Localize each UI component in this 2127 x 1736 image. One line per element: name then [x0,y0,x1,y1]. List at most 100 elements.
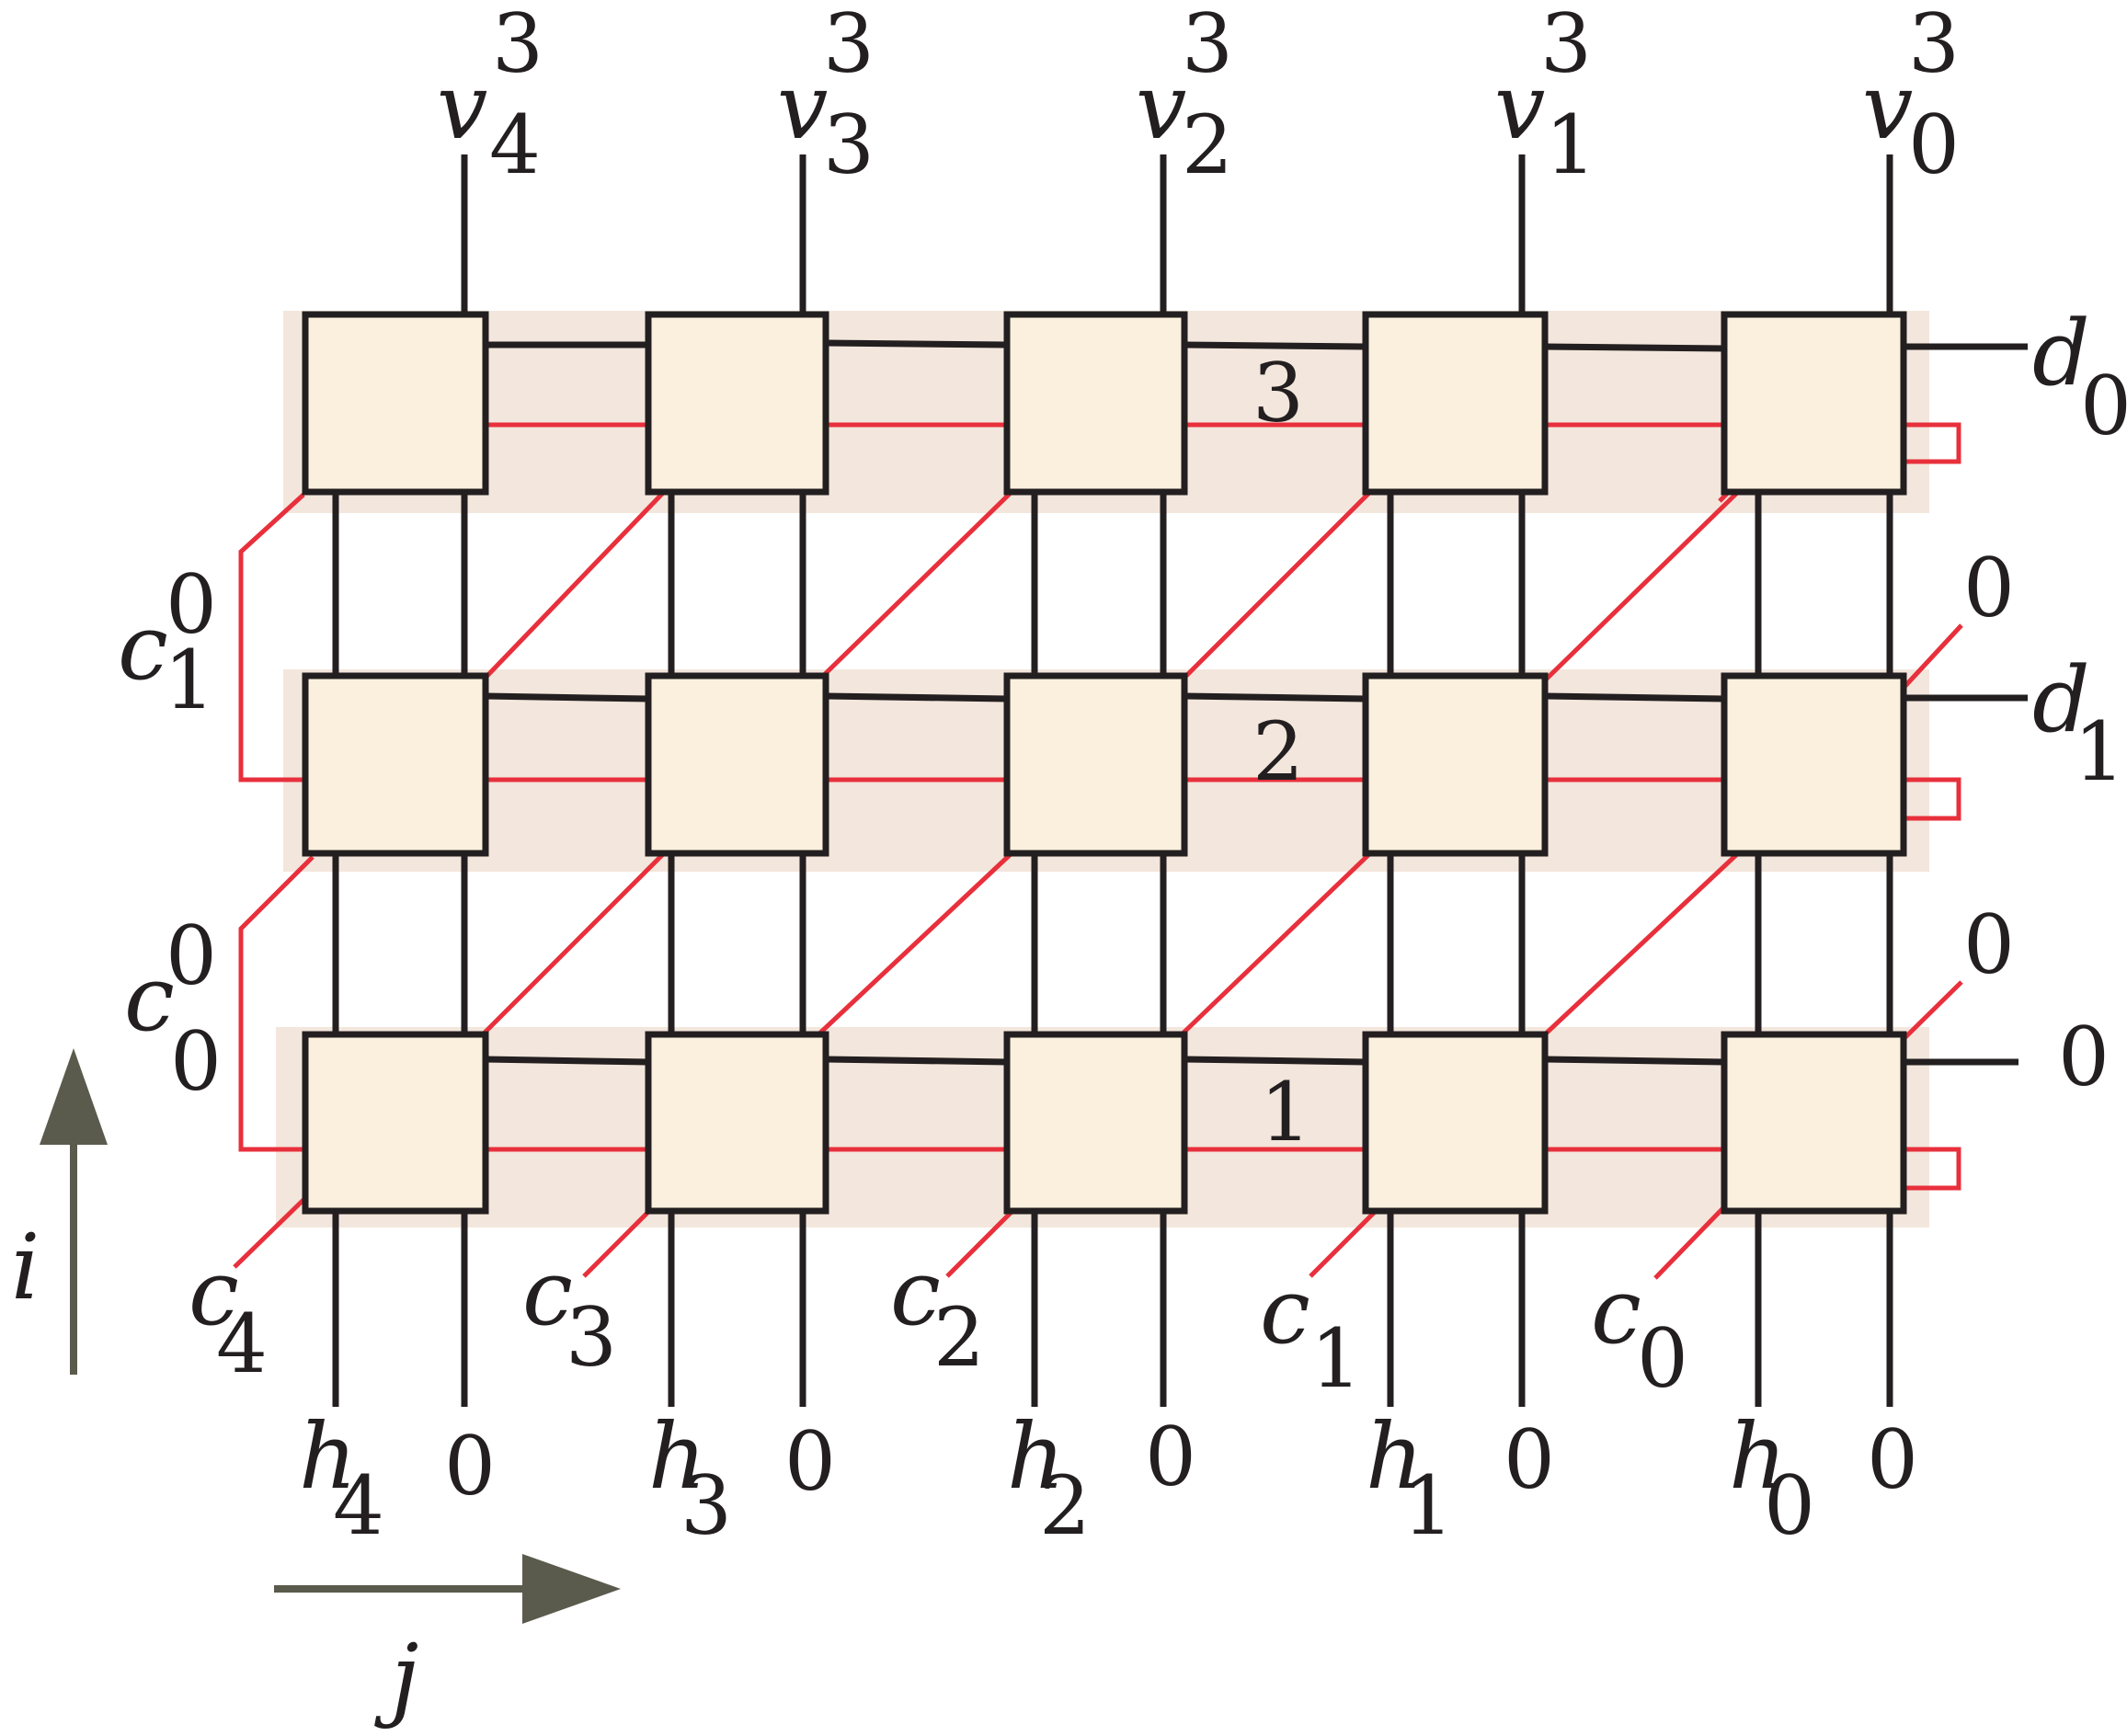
svg-text:2: 2 [1039,1458,1091,1553]
label-output-zero: 0 [2058,1010,2110,1104]
row-2-wire [485,692,649,702]
label-zero-input-top: 0 [1963,541,2015,635]
label-c1: c 1 [1260,1260,1362,1406]
column-1-links [668,492,806,1407]
label-c0-0: c 0 0 [124,908,222,1109]
label-zero-col-1: 0 [1504,1412,1555,1507]
c1-input-wire [1309,1210,1377,1278]
svg-text:c: c [118,596,168,701]
svg-text:3: 3 [823,0,875,91]
axis-i-label: i [11,1216,40,1320]
row-label-3: 3 [1252,346,1304,440]
cell-r2-c2 [1003,672,1188,857]
svg-text:c: c [124,947,175,1052]
top-labels: v 3 4 v 3 3 v 3 2 v 3 1 v 3 0 [437,0,1960,192]
svg-text:1: 1 [1545,97,1596,192]
cell-r2-c1 [1362,672,1549,857]
row-labels: 3 2 1 [1252,346,1311,1159]
svg-text:3: 3 [1182,0,1233,91]
label-h0: h 0 [1729,1405,1815,1553]
column-2-links [1031,492,1167,1407]
label-v0: v 3 0 [1862,0,1960,192]
cell-r3-c4 [302,311,489,496]
svg-text:2: 2 [1182,97,1233,192]
svg-text:h: h [1366,1405,1424,1510]
svg-text:1: 1 [1310,1311,1362,1406]
svg-text:0: 0 [2080,359,2127,453]
label-h2: h 2 [1007,1405,1091,1553]
svg-text:0: 0 [166,557,217,652]
c2-input-wire [945,1210,1013,1278]
label-v3: v 3 3 [777,0,875,192]
svg-text:3: 3 [680,1458,732,1553]
svg-text:4: 4 [489,97,541,192]
svg-text:3: 3 [566,1290,617,1385]
svg-text:2: 2 [933,1290,985,1385]
svg-text:h: h [1007,1405,1065,1510]
svg-text:d: d [2032,302,2090,406]
svg-text:c: c [1591,1260,1641,1365]
label-zero-col-0: 0 [1867,1412,1918,1507]
c3-input-wire [582,1210,650,1278]
svg-text:v: v [437,55,487,160]
c4-input-wire [233,1194,310,1269]
label-c0: c 0 [1591,1260,1688,1406]
svg-text:1: 1 [1402,1458,1454,1553]
svg-text:c: c [522,1241,573,1346]
row-label-1: 1 [1260,1065,1311,1159]
column-3-links [1387,492,1526,1407]
carry-labels: c 4 c 3 c 2 c 1 c 0 [189,1241,1688,1406]
label-c3: c 3 [522,1241,617,1385]
svg-text:3: 3 [1540,0,1592,91]
cell-r3-c0 [1721,311,1907,496]
svg-text:h: h [299,1405,357,1510]
axis-j-arrowhead [522,1554,621,1624]
axis-i: i [11,1048,108,1375]
svg-text:3: 3 [1908,0,1960,91]
label-d0: d 0 [2032,302,2127,453]
svg-text:0: 0 [1637,1311,1688,1406]
label-c4: c 4 [189,1241,268,1391]
row-3-wire [486,341,652,348]
label-d1: d 1 [2032,648,2125,799]
cell-r3-c1 [1362,311,1549,496]
right-labels: d 0 d 1 0 0 0 [1963,302,2127,1104]
right-loop-row-1 [1653,1147,1961,1280]
cell-r2-c0 [1721,672,1907,857]
svg-text:3: 3 [492,0,543,91]
cell-r3-c3 [645,311,829,496]
axis-j-label: j [374,1626,418,1730]
svg-text:4: 4 [333,1458,384,1553]
cell-r2-c4 [302,672,489,857]
svg-text:h: h [1729,1405,1787,1510]
cell-r2-c3 [645,672,829,857]
svg-text:h: h [648,1405,706,1510]
svg-text:c: c [890,1241,941,1346]
column-4-links [1755,492,1893,1407]
label-h4: h 4 [299,1405,384,1553]
svg-text:v: v [777,55,828,160]
label-zero-input-bottom: 0 [1963,897,2015,992]
svg-text:c: c [1260,1260,1310,1365]
axis-i-arrowhead [40,1048,108,1145]
svg-text:v: v [1136,55,1186,160]
left-feedback-c1 [238,493,313,782]
label-v2: v 3 2 [1136,0,1233,192]
cell-r1-c2 [1003,1031,1188,1215]
vertical-wires [332,154,1893,1407]
bottom-labels: h 4 0 h 3 0 h 2 0 h 1 0 h 0 0 [299,1405,1918,1553]
row-1-wire [485,1056,649,1066]
label-zero-col-2: 0 [1145,1410,1196,1504]
zero-input-wire [1902,623,1963,690]
svg-text:0: 0 [166,908,217,1003]
row-label-2: 2 [1252,704,1304,799]
svg-text:1: 1 [2074,704,2125,799]
svg-text:0: 0 [170,1014,222,1109]
cell-r1-c1 [1362,1031,1549,1215]
label-v1: v 3 1 [1494,0,1596,192]
svg-text:1: 1 [164,633,215,727]
axis-j: j [274,1554,621,1730]
label-v4: v 3 4 [437,0,543,192]
svg-text:v: v [1494,55,1545,160]
zero-input-wire [1902,980,1963,1041]
